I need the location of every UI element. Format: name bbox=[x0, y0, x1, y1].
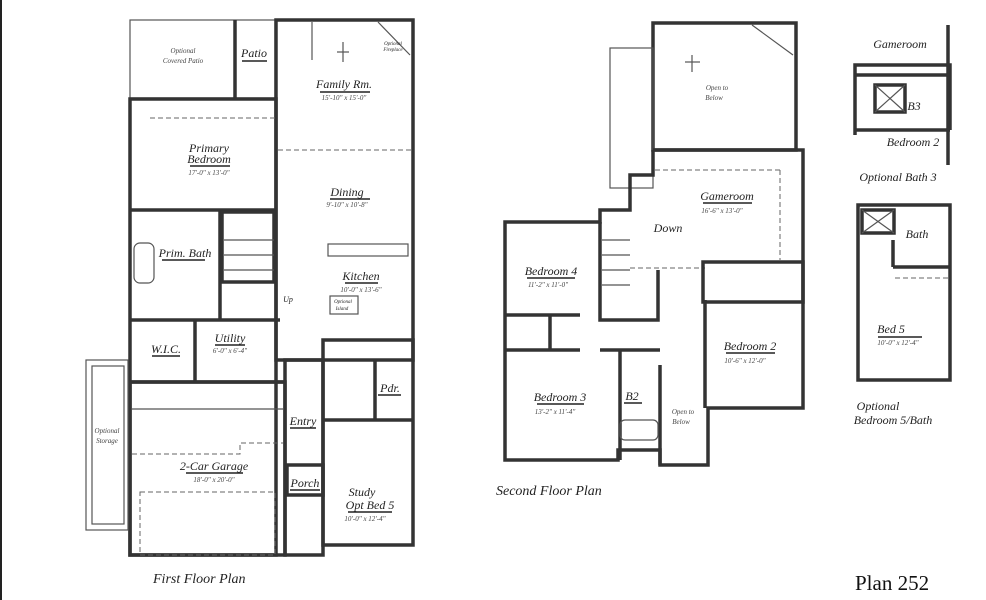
entry-label: Entry bbox=[289, 414, 317, 428]
open-to-below-label-2: Below bbox=[705, 94, 723, 102]
primary-bedroom-label-2: Bedroom bbox=[187, 152, 231, 166]
dining-dims: 9'-10" x 10'-8" bbox=[326, 201, 367, 209]
bathtub bbox=[133, 242, 155, 284]
study-label: Study bbox=[349, 485, 376, 499]
bedroom2-label: Bedroom 2 bbox=[724, 339, 777, 353]
bed5-dims: 10'-0" x 12'-4" bbox=[877, 339, 918, 347]
optional-storage-area bbox=[85, 359, 129, 531]
gameroom-dims: 16'-6" x 13'-0" bbox=[701, 207, 742, 215]
open-to-below-2-label: Open to bbox=[672, 408, 695, 416]
first-floor-plan bbox=[85, 18, 415, 557]
optional-bed5-title-2: Bedroom 5/Bath bbox=[854, 413, 933, 427]
open-to-below-2-label-2: Below bbox=[672, 418, 690, 426]
stairs-down-label: Down bbox=[653, 221, 683, 235]
bedroom3-dims: 13'-2" x 11'-4" bbox=[535, 408, 576, 416]
kitchen-label: Kitchen bbox=[341, 269, 379, 283]
bed5-label: Bed 5 bbox=[877, 322, 905, 336]
optional-island-label: Optional bbox=[334, 300, 352, 305]
optional-bedroom-5-bath-plan bbox=[856, 203, 952, 382]
bedroom4-label: Bedroom 4 bbox=[525, 264, 578, 278]
patio-label: Patio bbox=[240, 46, 267, 60]
optional-island bbox=[329, 295, 359, 315]
first-floor-plan-title: First Floor Plan bbox=[152, 572, 246, 587]
porch-label: Porch bbox=[290, 476, 320, 490]
primary-bedroom-label: Primary bbox=[188, 141, 230, 155]
optional-storage-label: Optional bbox=[95, 427, 120, 435]
stairs-up-label: Up bbox=[283, 295, 293, 304]
optional-bed5-title: Optional bbox=[857, 399, 900, 413]
wic-label: W.I.C. bbox=[151, 342, 181, 356]
family-room-dims: 15'-10" x 15'-0" bbox=[322, 94, 367, 102]
prim-bath-label: Prim. Bath bbox=[158, 246, 212, 260]
second-floor-plan bbox=[503, 21, 805, 467]
opt-bed5-bath-label: Bath bbox=[906, 227, 929, 241]
gameroom-label: Gameroom bbox=[700, 189, 754, 203]
optional-bath3-title: Optional Bath 3 bbox=[859, 170, 936, 184]
plan-name: Plan 252 bbox=[855, 571, 929, 595]
garage-label: 2-Car Garage bbox=[180, 459, 249, 473]
powder-label: Pdr. bbox=[379, 381, 400, 395]
optional-covered-patio-label-2: Covered Patio bbox=[163, 57, 204, 65]
bedroom4-dims: 11'-2" x 11'-0" bbox=[528, 281, 568, 289]
b3-label: B3 bbox=[907, 99, 920, 113]
optional-fireplace-label: Optional bbox=[384, 42, 402, 47]
dining-label: Dining bbox=[329, 185, 363, 199]
left-wing-walls bbox=[128, 97, 278, 557]
opt-bath3-bedroom2-label: Bedroom 2 bbox=[887, 135, 940, 149]
study-dims: 10'-0" x 12'-4" bbox=[344, 515, 385, 523]
kitchen-dims: 10'-0" x 13'-6" bbox=[340, 286, 381, 294]
optional-fireplace-label-2: Fireplace bbox=[382, 48, 403, 53]
study-opt-bed5-label: Opt Bed 5 bbox=[346, 498, 395, 512]
optional-storage-label-2: Storage bbox=[96, 437, 118, 445]
second-floor-plan-title: Second Floor Plan bbox=[496, 484, 602, 499]
b2-label: B2 bbox=[625, 389, 638, 403]
optional-bath-3-plan bbox=[853, 25, 952, 165]
bedroom2-dims: 10'-6" x 12'-0" bbox=[724, 357, 765, 365]
utility-dims: 6'-0" x 6'-4" bbox=[213, 347, 247, 355]
optional-covered-patio-label: Optional bbox=[171, 47, 196, 55]
bedroom3-label: Bedroom 3 bbox=[534, 390, 587, 404]
primary-bedroom-dims: 17'-0" x 13'-0" bbox=[188, 169, 229, 177]
open-to-below-label: Open to bbox=[706, 84, 729, 92]
family-room-label: Family Rm. bbox=[315, 77, 372, 91]
bathtub-2f bbox=[619, 419, 659, 441]
utility-label: Utility bbox=[215, 331, 246, 345]
garage-dims: 18'-0" x 20'-0" bbox=[193, 476, 234, 484]
opt-bath3-gameroom-label: Gameroom bbox=[873, 37, 927, 51]
optional-island-label-2: Island bbox=[335, 307, 349, 312]
